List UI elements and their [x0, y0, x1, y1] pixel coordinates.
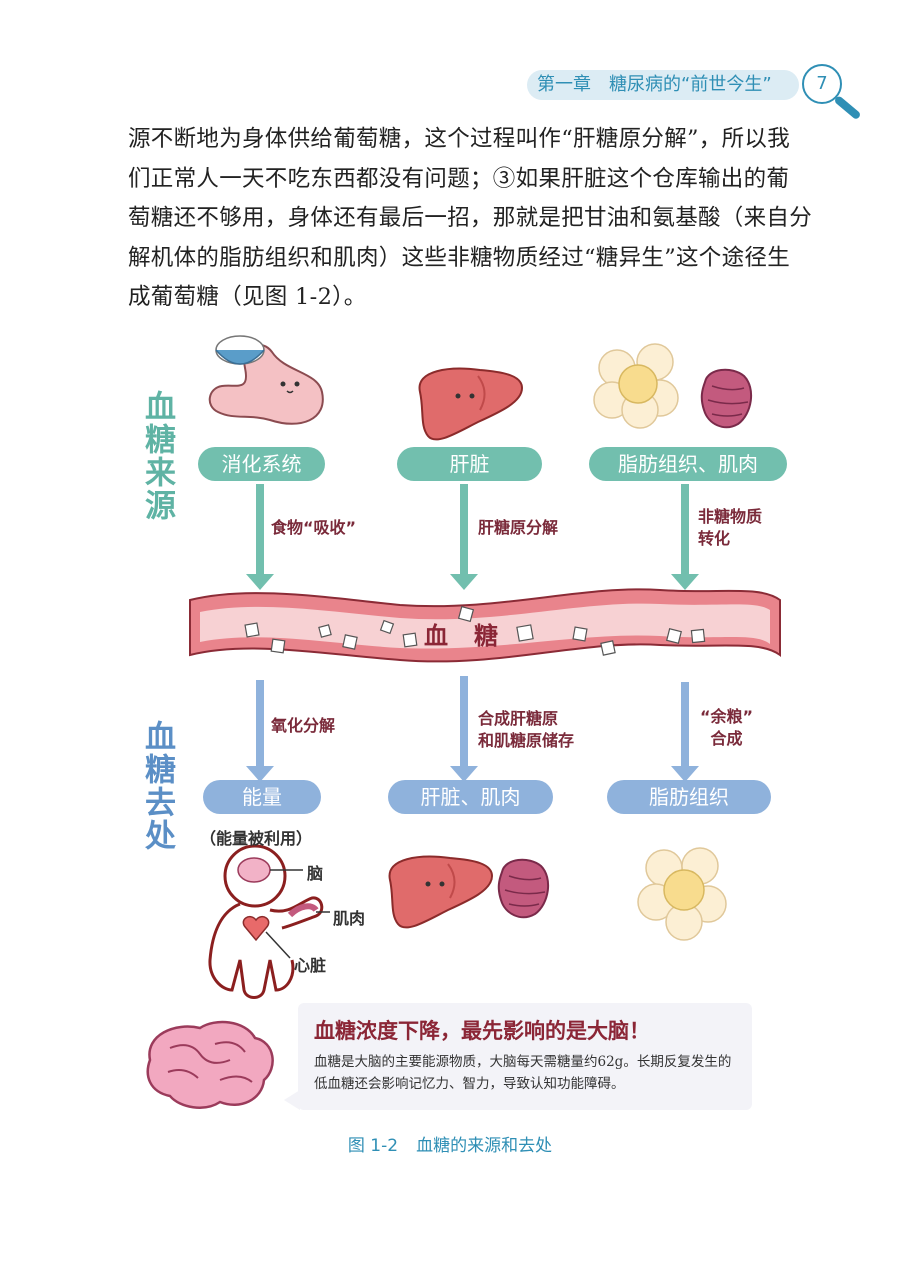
- arrow-label-surplus: “余粮” 合成: [700, 707, 754, 748]
- blood-vessel-icon: [189, 588, 781, 663]
- person-icon: [208, 844, 324, 999]
- source-pill-digestive: 消化系统: [198, 447, 325, 481]
- label-brain: 脑: [307, 864, 324, 883]
- callout-box: 血糖浓度下降，最先影响的是大脑！ 血糖是大脑的主要能源物质，大脑每天需糖量约62…: [298, 1003, 752, 1110]
- arrow-label-glycogenolysis: 肝糖原分解: [478, 518, 559, 537]
- energy-note: （能量被利用）: [200, 829, 313, 848]
- dest-pill-fat: 脂肪组织: [607, 780, 771, 814]
- blood-sugar-label: 血糖: [424, 622, 524, 650]
- body-line: 解机体的脂肪组织和肌肉）这些非糖物质经过“糖异生”这个途径生: [128, 244, 791, 271]
- label-muscle: 肌肉: [333, 909, 366, 928]
- liver-icon: [388, 855, 494, 929]
- source-pill-liver: 肝脏: [397, 447, 542, 481]
- dest-arrow: [246, 680, 274, 782]
- caption-number: 图 1-2: [347, 1136, 399, 1156]
- muscle-icon: [700, 368, 753, 429]
- arrow-label-glycogen-storage: 合成肝糖原 和肌糖原储存: [478, 709, 575, 750]
- stomach-icon: [208, 343, 324, 425]
- brain-icon: [146, 1020, 274, 1109]
- body-paragraph: 源不断地为身体供给葡萄糖，这个过程叫作“肝糖原分解”，所以我 们正常人一天不吃东…: [128, 120, 813, 318]
- dest-arrow: [450, 676, 478, 782]
- source-pill-fat-muscle: 脂肪组织、肌肉: [589, 447, 787, 481]
- dest-side-label: 血糖去处: [139, 720, 175, 852]
- figure-caption: 图 1-2 血糖的来源和去处: [0, 1131, 900, 1156]
- source-side-label: 血糖来源: [139, 390, 175, 522]
- arm-muscle-icon: [287, 903, 319, 918]
- muscle-icon: [497, 858, 550, 919]
- chapter-title: 糖尿病的“前世今生”: [609, 74, 772, 95]
- source-arrow: [246, 484, 274, 590]
- label-heart: 心脏: [294, 956, 327, 975]
- source-arrow: [671, 484, 699, 590]
- chapter-number: 第一章: [537, 74, 591, 95]
- callout-tail: [284, 1090, 300, 1110]
- callout-title: 血糖浓度下降，最先影响的是大脑！: [314, 1019, 650, 1043]
- arrow-label-oxidation: 氧化分解: [271, 716, 336, 735]
- dest-pill-liver-muscle: 肝脏、肌肉: [388, 780, 553, 814]
- body-line: 成葡萄糖（见图 1-2）。: [128, 284, 367, 310]
- fat-cells-icon: [637, 847, 727, 941]
- fat-cells-icon: [593, 343, 679, 429]
- brain-small-icon: [237, 857, 271, 883]
- caption-title: 血糖的来源和去处: [416, 1136, 553, 1156]
- source-arrow: [450, 484, 478, 590]
- rice-bowl-icon: [215, 335, 265, 365]
- dest-pill-energy: 能量: [203, 780, 321, 814]
- liver-icon: [418, 367, 524, 441]
- body-line: 们正常人一天不吃东西都没有问题；③如果肝脏这个仓库输出的葡: [128, 165, 790, 192]
- arrow-label-gluconeogenesis: 非糖物质 转化: [698, 507, 763, 548]
- dest-arrow: [671, 682, 699, 782]
- heart-icon: [242, 916, 270, 942]
- sugar-cube-icons: [244, 605, 706, 656]
- arrow-label-absorption: 食物“吸收”: [271, 518, 357, 537]
- chapter-header: 第一章糖尿病的“前世今生”: [527, 70, 799, 100]
- callout-text: 血糖是大脑的主要能源物质，大脑每天需糖量约62g。长期反复发生的低血糖还会影响记…: [314, 1054, 732, 1092]
- body-line: 萄糖还不够用，身体还有最后一招，那就是把甘油和氨基酸（来自分: [128, 205, 813, 231]
- body-line: 源不断地为身体供给葡萄糖，这个过程叫作“肝糖原分解”，所以我: [128, 126, 791, 152]
